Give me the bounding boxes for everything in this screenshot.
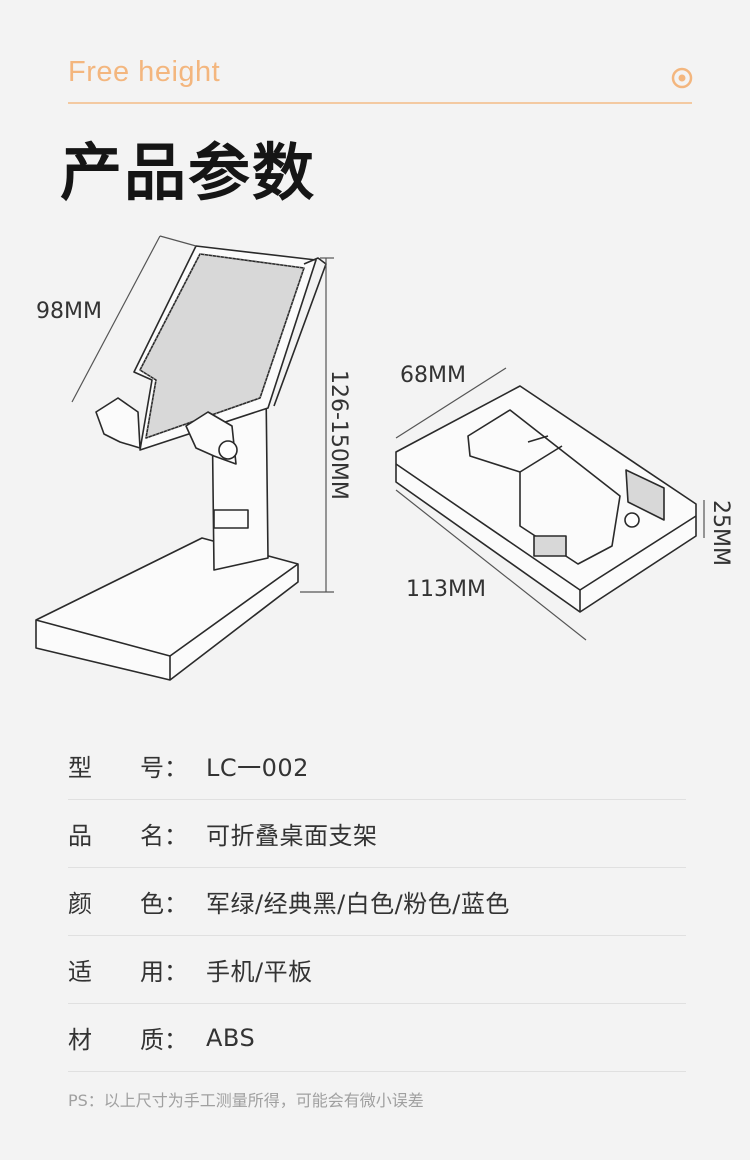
spec-value: LC一002 (206, 754, 309, 782)
width-label-left: 98MM (36, 299, 102, 324)
spec-key-part: 名： (140, 822, 188, 850)
spec-key-part: 用： (140, 958, 188, 986)
header-divider (68, 102, 692, 104)
spec-value: ABS (206, 1023, 256, 1052)
thickness-label-right: 25MM (708, 500, 733, 566)
width-label-right: 68MM (400, 363, 466, 388)
spec-row-name: 品 名： 可折叠桌面支架 (68, 800, 686, 868)
spec-value: 手机/平板 (206, 958, 313, 986)
spec-table: 型 号： LC一002 品 名： 可折叠桌面支架 颜 色： 军绿/经典黑/白色/粉色/… (68, 732, 686, 1072)
stand-upright-illustration (35, 245, 327, 681)
section-title: 产品参数 (60, 136, 317, 209)
spec-row-color: 颜 色： 军绿/经典黑/白色/粉色/蓝色 (68, 868, 686, 936)
spec-key-part: 品 (68, 822, 92, 850)
height-label-left: 126-150MM (326, 370, 351, 500)
target-icon (671, 67, 693, 89)
spec-row-material: 材 质： ABS (68, 1004, 686, 1072)
length-label-right: 113MM (406, 577, 486, 602)
spec-key-part: 色： (140, 890, 188, 918)
stand-folded-illustration (395, 385, 697, 613)
spec-key-part: 型 (68, 754, 92, 782)
spec-value: 军绿/经典黑/白色/粉色/蓝色 (206, 890, 510, 918)
spec-value: 可折叠桌面支架 (206, 822, 378, 850)
spec-key-part: 颜 (68, 890, 92, 918)
measurement-note: PS：以上尺寸为手工测量所得，可能会有微小误差 (68, 1091, 424, 1110)
spec-key-part: 号： (140, 754, 188, 782)
product-dimension-diagram: 98MM 126-150MM 68MM 113MM 25MM (35, 235, 733, 681)
tagline: Free height (68, 56, 221, 88)
spec-key-part: 材 (68, 1026, 92, 1054)
spec-row-model: 型 号： LC一002 (68, 732, 686, 800)
spec-row-usage: 适 用： 手机/平板 (68, 936, 686, 1004)
spec-key-part: 质： (140, 1026, 188, 1054)
spec-key-part: 适 (68, 958, 92, 986)
